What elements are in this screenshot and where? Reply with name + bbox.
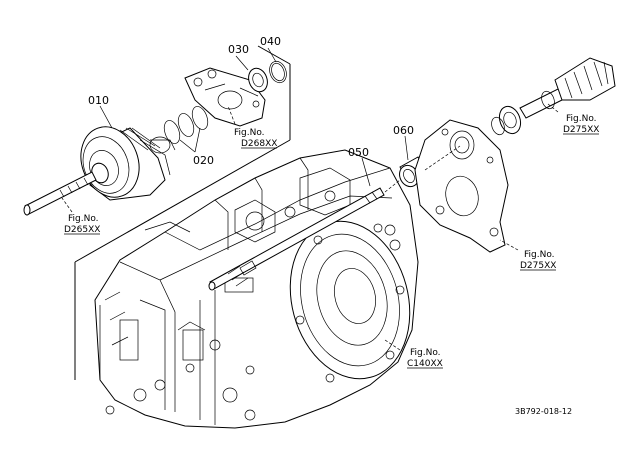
bearing-030 <box>248 67 268 93</box>
callout-060: 060 <box>393 124 414 137</box>
snap-ring-040 <box>269 60 287 84</box>
leader-lines <box>61 47 559 351</box>
callout-040: 040 <box>260 35 281 48</box>
bearing-right <box>491 105 522 136</box>
reference-label: Fig.No. <box>410 348 441 358</box>
reference-code: D275XX <box>520 261 556 271</box>
reference-code: D265XX <box>64 225 100 235</box>
valve-block <box>184 67 266 127</box>
input-shaft <box>23 171 97 216</box>
reference-code: C140XX <box>407 359 443 369</box>
rear-cover-plate <box>414 119 509 253</box>
drawing-code: 3B792-018-12 <box>515 407 572 416</box>
reference-d268: Fig.No. D268XX <box>234 128 277 149</box>
reference-code: D275XX <box>563 125 599 135</box>
reference-label: Fig.No. <box>68 214 99 224</box>
clutch-pack-010 <box>80 126 176 201</box>
reference-d265: Fig.No. D265XX <box>64 214 100 235</box>
pinion-shaft <box>519 57 616 119</box>
callout-020: 020 <box>193 154 214 167</box>
assembly-frame <box>74 45 291 380</box>
reference-d275-upper: Fig.No. D275XX <box>563 114 599 135</box>
shaft-050 <box>208 187 385 291</box>
callout-030: 030 <box>228 43 249 56</box>
reference-label: Fig.No. <box>566 114 597 124</box>
reference-label: Fig.No. <box>234 128 265 138</box>
callout-050: 050 <box>348 146 369 159</box>
o-rings-020 <box>163 106 209 144</box>
reference-label: Fig.No. <box>524 250 555 260</box>
callout-010: 010 <box>88 94 109 107</box>
reference-c140: Fig.No. C140XX <box>407 348 443 369</box>
reference-d275-lower: Fig.No. D275XX <box>520 250 556 271</box>
reference-code: D268XX <box>241 139 277 149</box>
